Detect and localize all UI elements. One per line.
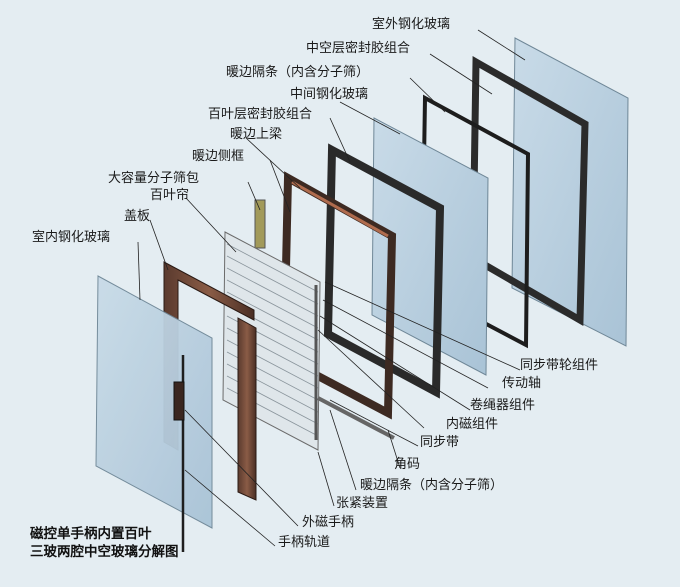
tension-rail-part (317, 396, 395, 440)
inner-glass-pane (95, 275, 213, 529)
leader-lines (137, 29, 526, 547)
label-corner-key: 角码 (394, 457, 420, 472)
sieve-pack-part (254, 199, 266, 249)
label-handle-track: 手柄轨道 (278, 535, 330, 550)
label-outer-handle: 外磁手柄 (302, 515, 354, 530)
diagram-title-line-2: 三玻两腔中空玻璃分解图 (30, 543, 179, 560)
label-sieve-pack: 大容量分子筛包 (108, 170, 199, 186)
labels: 室外钢化玻璃 中空层密封胶组合 暖边隔条（内含分子筛） 中间钢化玻璃 百叶层密封… (32, 16, 598, 550)
label-warm-spacer-top: 暖边隔条（内含分子筛） (226, 64, 369, 80)
louver-seal-frame (323, 143, 445, 399)
label-warm-top-beam: 暖边上梁 (230, 127, 282, 142)
label-outer-glass: 室外钢化玻璃 (372, 16, 450, 32)
label-middle-glass: 中间钢化玻璃 (290, 87, 368, 102)
label-inner-magnet: 内磁组件 (446, 416, 498, 432)
label-louver-seal: 百叶层密封胶组合 (208, 106, 312, 122)
label-cord-winder: 卷绳器组件 (470, 397, 535, 413)
label-warm-side-frame: 暖边侧框 (192, 149, 244, 164)
label-sync-belt: 同步带 (420, 435, 459, 450)
outer-glass-pane (511, 37, 629, 347)
label-louver: 百叶帘 (150, 187, 189, 203)
label-drive-shaft: 传动轴 (502, 376, 541, 391)
label-hollow-seal-outer: 中空层密封胶组合 (306, 40, 410, 56)
diagram-title-line-1: 磁控单手柄内置百叶 (30, 525, 152, 542)
middle-glass-pane (371, 117, 489, 376)
outer-handle-part (173, 381, 185, 421)
cover-plate-bottom (237, 317, 257, 501)
label-sync-pulley: 同步带轮组件 (520, 358, 598, 373)
label-warm-spacer-bottom: 暖边隔条（内含分子筛） (360, 477, 503, 493)
label-inner-glass: 室内钢化玻璃 (32, 229, 110, 245)
label-cover-plate: 盖板 (124, 209, 150, 224)
label-tensioner: 张紧装置 (336, 496, 388, 511)
